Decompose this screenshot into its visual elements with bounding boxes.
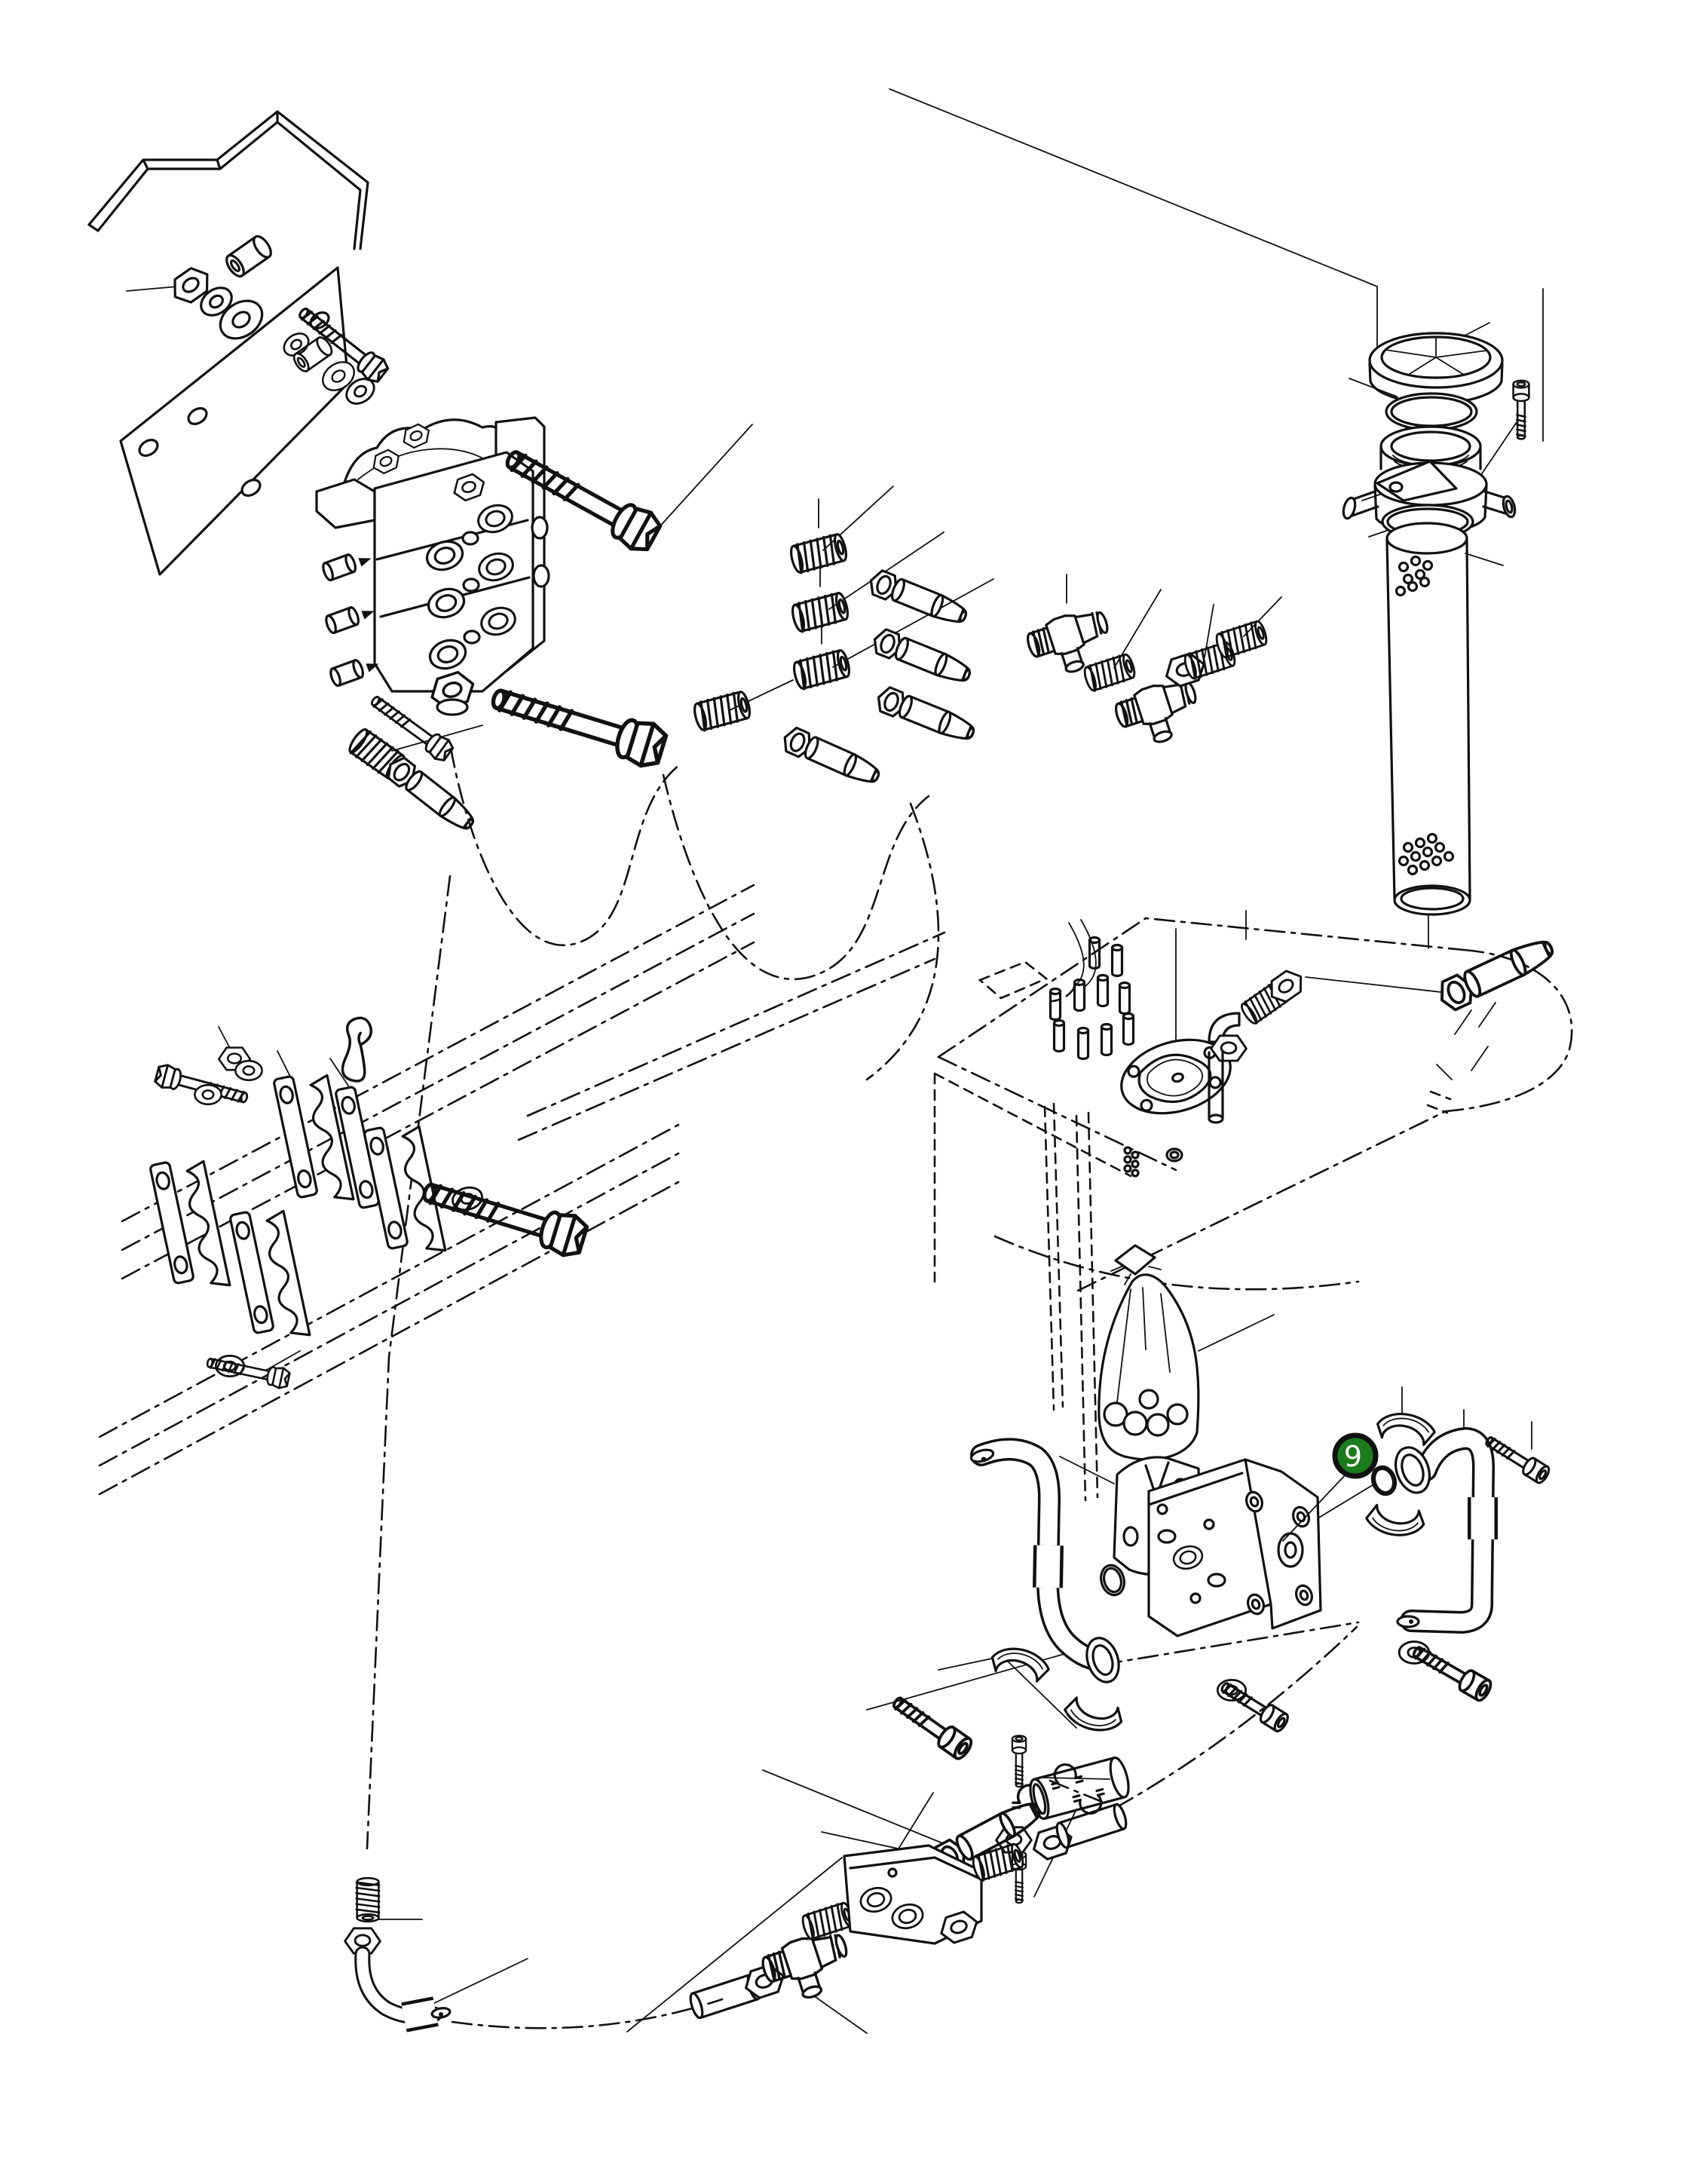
valve-spools	[322, 553, 379, 688]
hose-clamp-half	[987, 1640, 1054, 1688]
threaded-stud	[355, 1876, 381, 1923]
hydraulic-tank	[1049, 919, 1560, 1178]
filler-cap	[1368, 332, 1504, 405]
hose-clamp-half	[1373, 1406, 1439, 1451]
frame-panel	[87, 110, 369, 250]
hose-end	[868, 625, 975, 690]
tee-fitting	[757, 1925, 859, 2010]
threaded-nipple	[690, 688, 754, 734]
control-valve	[315, 416, 669, 770]
strainer-tube	[1385, 522, 1471, 916]
spring-clip	[341, 1016, 373, 1083]
socket-screw	[1011, 1735, 1027, 1788]
parts-bag	[1098, 1244, 1200, 1461]
tank-elbow-fitting	[1208, 1012, 1248, 1124]
socket-bolt	[887, 1689, 976, 1763]
tee-fitting	[1110, 672, 1208, 754]
tank-studs	[1049, 936, 1135, 1061]
hose-end	[381, 752, 480, 838]
vent-screw	[1512, 379, 1530, 440]
callout-9[interactable]: 9	[1282, 1432, 1379, 1542]
hose-sleeve	[1053, 1802, 1130, 1850]
gear-pump	[1100, 1456, 1322, 1637]
strainer-holes	[1395, 555, 1455, 876]
socket-bolt	[1217, 1676, 1292, 1735]
filler-housing	[1342, 460, 1517, 535]
tank-outline	[933, 917, 1573, 1502]
threaded-nipple	[1081, 651, 1138, 694]
threaded-nipple	[788, 590, 852, 635]
threaded-nipple	[799, 1900, 856, 1942]
hose-clamp-half	[1060, 1691, 1127, 1739]
elbow-hose	[344, 1927, 452, 2032]
flange-o-ring	[1370, 1465, 1398, 1496]
threaded-nipple	[1213, 618, 1270, 660]
relief-valve-block	[843, 1844, 983, 1947]
suction-tube-left	[969, 1438, 1127, 1739]
washer	[194, 1083, 222, 1106]
tank-flange	[1120, 1038, 1232, 1115]
washer	[234, 1059, 263, 1082]
callout-9-label: 9	[1344, 1440, 1362, 1473]
threaded-nipple	[790, 647, 853, 692]
suction-hose-right	[1216, 1406, 1553, 1735]
tank-return-hose	[1238, 933, 1560, 1028]
adapter-fitting	[1181, 639, 1238, 682]
threaded-nipple	[787, 531, 850, 576]
hose-end	[872, 683, 979, 748]
pipe-clamps	[148, 1016, 589, 1391]
leader-lines	[126, 88, 1544, 2034]
threaded-nipple	[969, 1841, 1027, 1883]
hose-end	[779, 724, 884, 791]
bottom-valve-assembly	[344, 1802, 1130, 2032]
valve-through-bolt	[488, 677, 669, 770]
pump-hardware	[887, 1689, 1130, 1904]
spacer-bushing	[222, 232, 276, 280]
filler-o-ring	[1385, 392, 1478, 431]
tank-hole-cluster	[1123, 1146, 1140, 1178]
filler-strainer	[1342, 332, 1530, 916]
socket-bolt	[1407, 1639, 1496, 1705]
sleeve-coupling	[1029, 1756, 1130, 1821]
callout-9-circle[interactable]	[1332, 1432, 1379, 1479]
hose-clamp-half	[1363, 1499, 1428, 1542]
pump-o-ring	[1100, 1564, 1125, 1597]
